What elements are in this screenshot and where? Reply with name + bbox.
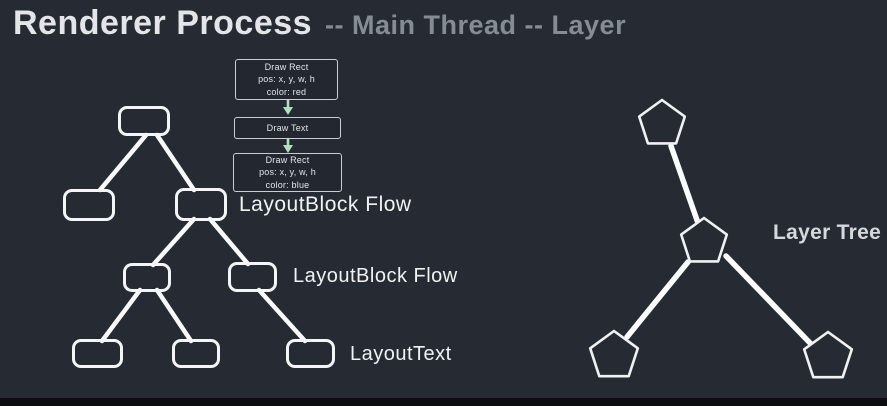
layout-node-root: [118, 106, 170, 136]
layout-edge: [99, 287, 143, 344]
layout-node: [175, 188, 227, 221]
command-flow-arrows: [283, 100, 293, 153]
label-layoutblock-flow-1: LayoutBlock Flow: [239, 193, 412, 216]
title-main: Renderer Process: [13, 4, 313, 42]
layout-node: [172, 339, 220, 368]
page-title: Renderer Process -- Main Thread -- Layer: [13, 4, 626, 43]
layer-edge: [668, 143, 701, 226]
layer-edge: [723, 253, 814, 347]
layout-node: [123, 263, 171, 292]
paint-command-box-draw-rect-red: Draw Rect pos: x, y, w, h color: red: [235, 59, 338, 100]
label-layer-tree: Layer Tree: [773, 221, 882, 244]
layout-edge: [256, 287, 308, 344]
command-text: Draw Rect: [265, 154, 310, 165]
command-text: Draw Rect: [264, 61, 309, 72]
layout-node: [63, 189, 115, 221]
paint-command-box-draw-text: Draw Text: [234, 117, 341, 139]
layout-tree-edges: [97, 132, 308, 344]
layer-node: [588, 329, 640, 378]
layer-tree-nodes: [588, 98, 854, 379]
label-layoutblock-flow-2: LayoutBlock Flow: [293, 265, 458, 287]
command-text: color: blue: [265, 179, 310, 190]
layout-edge: [150, 216, 197, 268]
layout-node: [286, 339, 335, 368]
layout-edge: [154, 132, 197, 193]
layout-edge: [207, 216, 251, 267]
layer-node: [679, 216, 729, 263]
layer-edge: [624, 259, 691, 340]
layout-node: [72, 339, 123, 368]
bottom-letterbox-bar: [0, 398, 887, 406]
command-text: Draw Text: [266, 122, 309, 133]
layout-edge: [154, 287, 194, 344]
down-arrow-icon: [283, 107, 293, 115]
layer-tree-edges: [624, 143, 814, 347]
down-arrow-icon: [283, 145, 293, 153]
command-text: pos: x, y, w, h: [259, 167, 316, 178]
command-text: pos: x, y, w, h: [258, 74, 315, 85]
layout-edge: [97, 132, 149, 193]
label-layouttext: LayoutText: [350, 343, 452, 365]
title-suffix: -- Main Thread -- Layer: [325, 10, 627, 40]
layer-node: [637, 98, 687, 145]
layer-node: [802, 330, 854, 379]
layout-node: [228, 262, 277, 292]
command-text: color: red: [266, 86, 307, 97]
paint-command-box-draw-rect-blue: Draw Rect pos: x, y, w, h color: blue: [233, 153, 342, 192]
